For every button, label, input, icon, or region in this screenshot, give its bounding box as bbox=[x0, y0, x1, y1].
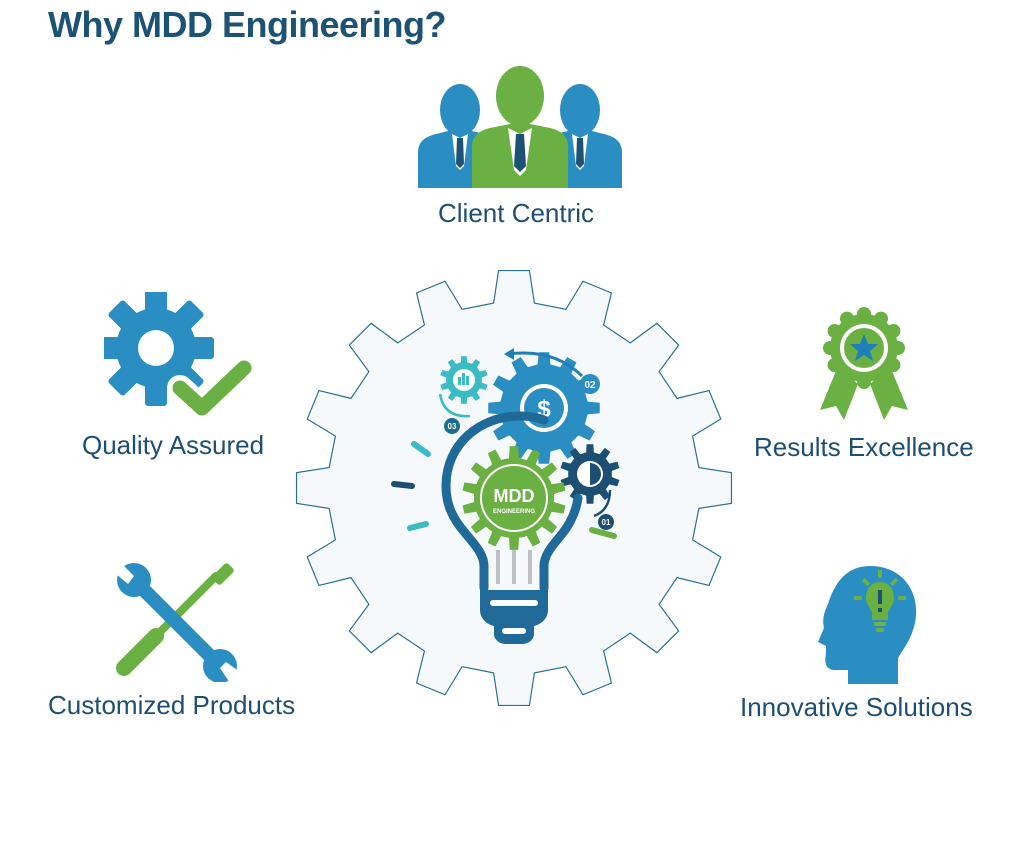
mdd-logo-subtext: ENGINEERING bbox=[493, 509, 535, 515]
feature-label-client-centric: Client Centric bbox=[438, 198, 595, 228]
feature-label-quality-assured: Quality Assured bbox=[82, 430, 265, 460]
award-ribbon-icon bbox=[814, 306, 914, 426]
step-02-badge: 02 bbox=[584, 380, 596, 391]
mdd-logo-text: MDD bbox=[494, 486, 535, 506]
feature-label-customized-products: Customized Products bbox=[48, 690, 296, 720]
wrench-screwdriver-icon bbox=[116, 562, 240, 682]
feature-label-innovative-solutions: Innovative Solutions bbox=[740, 692, 973, 722]
page-title: Why MDD Engineering? bbox=[48, 4, 447, 45]
central-gear-lightbulb-illustration: $ 02 03 01 bbox=[292, 266, 736, 710]
gear-check-icon bbox=[104, 292, 252, 424]
team-icon bbox=[416, 66, 624, 190]
step-03-badge: 03 bbox=[448, 422, 457, 431]
step-01-badge: 01 bbox=[602, 518, 611, 527]
feature-label-results-excellence: Results Excellence bbox=[754, 432, 974, 462]
head-lightbulb-icon bbox=[814, 562, 918, 686]
